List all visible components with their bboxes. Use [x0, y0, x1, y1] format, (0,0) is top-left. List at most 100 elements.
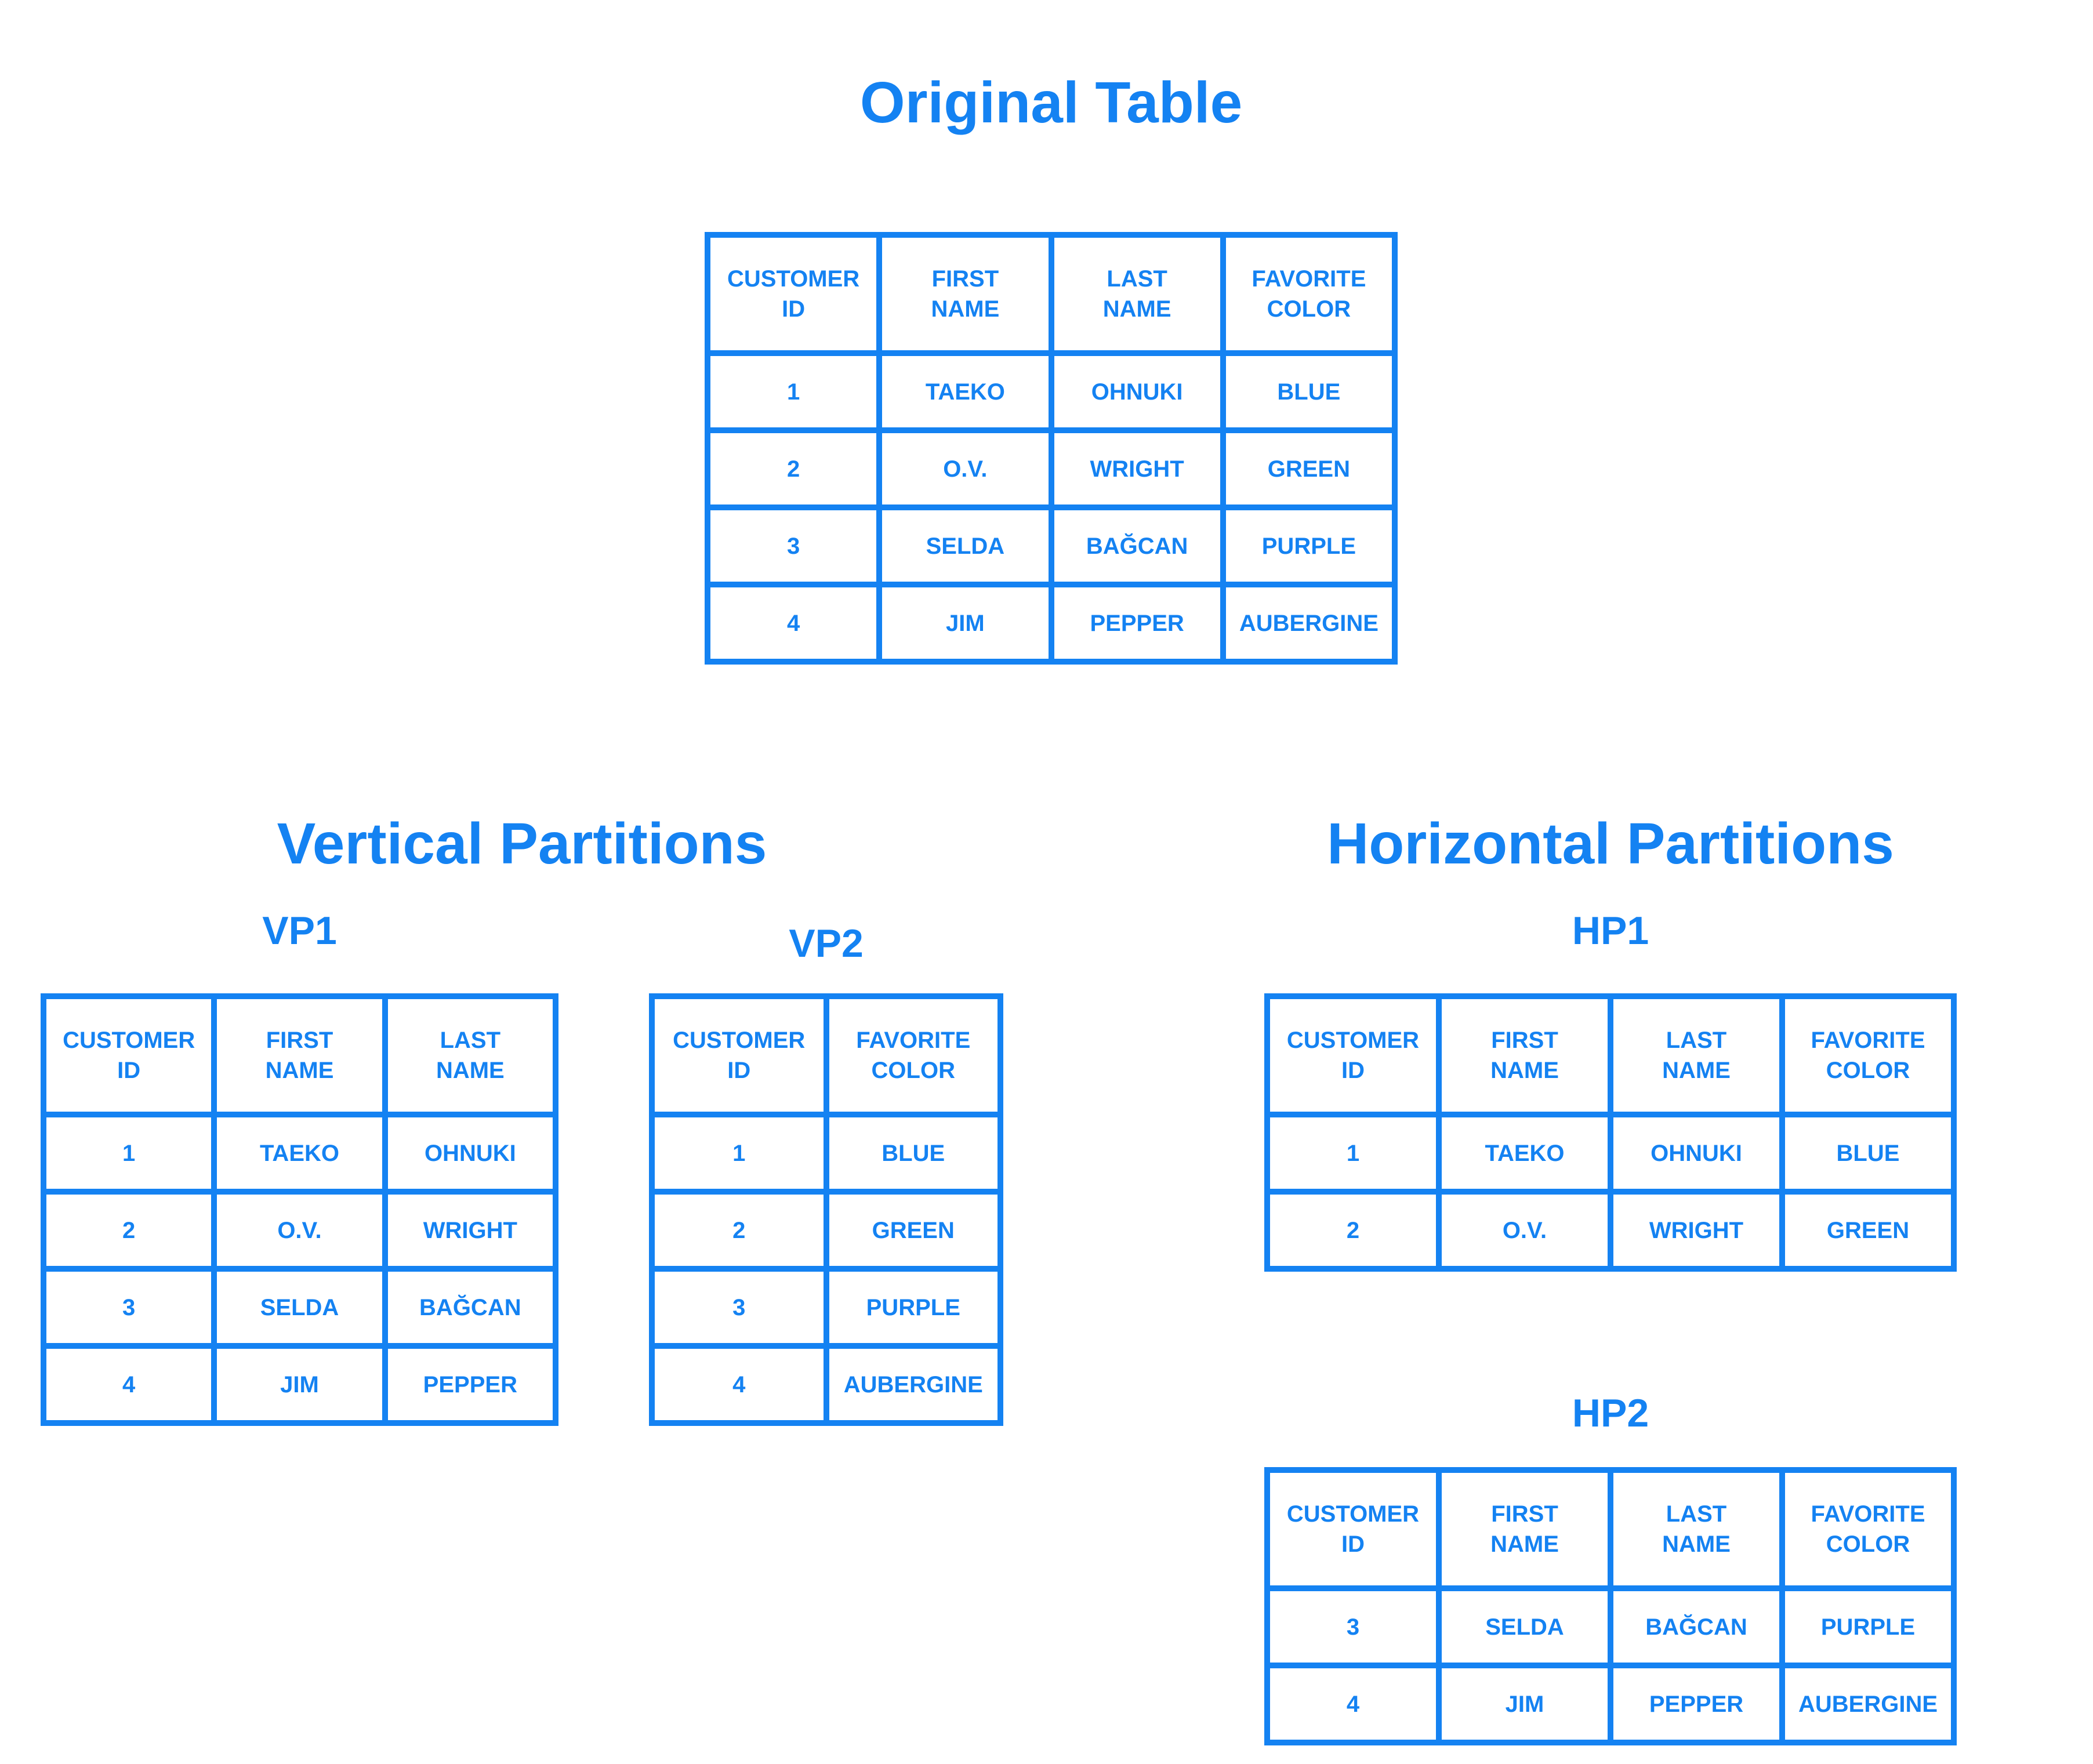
table-cell: 1: [704, 350, 883, 433]
table-cell: AUBERGINE: [1779, 1663, 1957, 1745]
table-cell: PEPPER: [1048, 582, 1226, 665]
hp2-label: HP2: [1572, 1391, 1649, 1435]
table-cell: BAĞCAN: [1608, 1585, 1785, 1668]
table-cell: 3: [40, 1266, 217, 1349]
table-cell: 4: [649, 1343, 829, 1426]
table-cell: JIM: [211, 1343, 388, 1426]
table-cell: 4: [704, 582, 883, 665]
table-cell: SELDA: [1436, 1585, 1613, 1668]
table-cell: PEPPER: [382, 1343, 559, 1426]
table-cell: PURPLE: [823, 1266, 1003, 1349]
table-cell: O.V.: [1436, 1189, 1613, 1272]
table-cell: WRIGHT: [1608, 1189, 1785, 1272]
table-cell: OHNUKI: [1608, 1112, 1785, 1195]
table-cell: WRIGHT: [1048, 427, 1226, 510]
table-cell: 2: [40, 1189, 217, 1272]
table-cell: TAEKO: [876, 350, 1054, 433]
table-cell: SELDA: [211, 1266, 388, 1349]
original-table-title: Original Table: [859, 70, 1243, 135]
table-cell: AUBERGINE: [1220, 582, 1398, 665]
table-cell: PURPLE: [1220, 504, 1398, 587]
table-cell: JIM: [876, 582, 1054, 665]
table-cell: 2: [649, 1189, 829, 1272]
table-cell: 1: [1264, 1112, 1442, 1195]
table-cell: 2: [1264, 1189, 1442, 1272]
table-cell: 4: [40, 1343, 217, 1426]
table-cell: BLUE: [1220, 350, 1398, 433]
horizontal-partitions-title: Horizontal Partitions: [1327, 811, 1894, 876]
table-cell: 3: [649, 1266, 829, 1349]
table-cell: 4: [1264, 1663, 1442, 1745]
table-cell: PURPLE: [1779, 1585, 1957, 1668]
vertical-partitions-title: Vertical Partitions: [277, 811, 767, 876]
table-cell: 1: [649, 1112, 829, 1195]
table-cell: O.V.: [876, 427, 1054, 510]
table-cell: SELDA: [876, 504, 1054, 587]
table-cell: 1: [40, 1112, 217, 1195]
table-cell: WRIGHT: [382, 1189, 559, 1272]
table-cell: OHNUKI: [1048, 350, 1226, 433]
table-cell: 3: [704, 504, 883, 587]
table-cell: TAEKO: [1436, 1112, 1613, 1195]
table-cell: 2: [704, 427, 883, 510]
hp1-label: HP1: [1572, 909, 1649, 953]
table-cell: 3: [1264, 1585, 1442, 1668]
table-cell: GREEN: [823, 1189, 1003, 1272]
table-cell: OHNUKI: [382, 1112, 559, 1195]
vp2-label: VP2: [789, 921, 864, 966]
table-cell: BLUE: [823, 1112, 1003, 1195]
table-cell: GREEN: [1779, 1189, 1957, 1272]
table-cell: BLUE: [1779, 1112, 1957, 1195]
table-cell: TAEKO: [211, 1112, 388, 1195]
vp1-label: VP1: [262, 909, 337, 953]
table-cell: BAĞCAN: [1048, 504, 1226, 587]
table-cell: GREEN: [1220, 427, 1398, 510]
table-cell: O.V.: [211, 1189, 388, 1272]
table-cell: AUBERGINE: [823, 1343, 1003, 1426]
